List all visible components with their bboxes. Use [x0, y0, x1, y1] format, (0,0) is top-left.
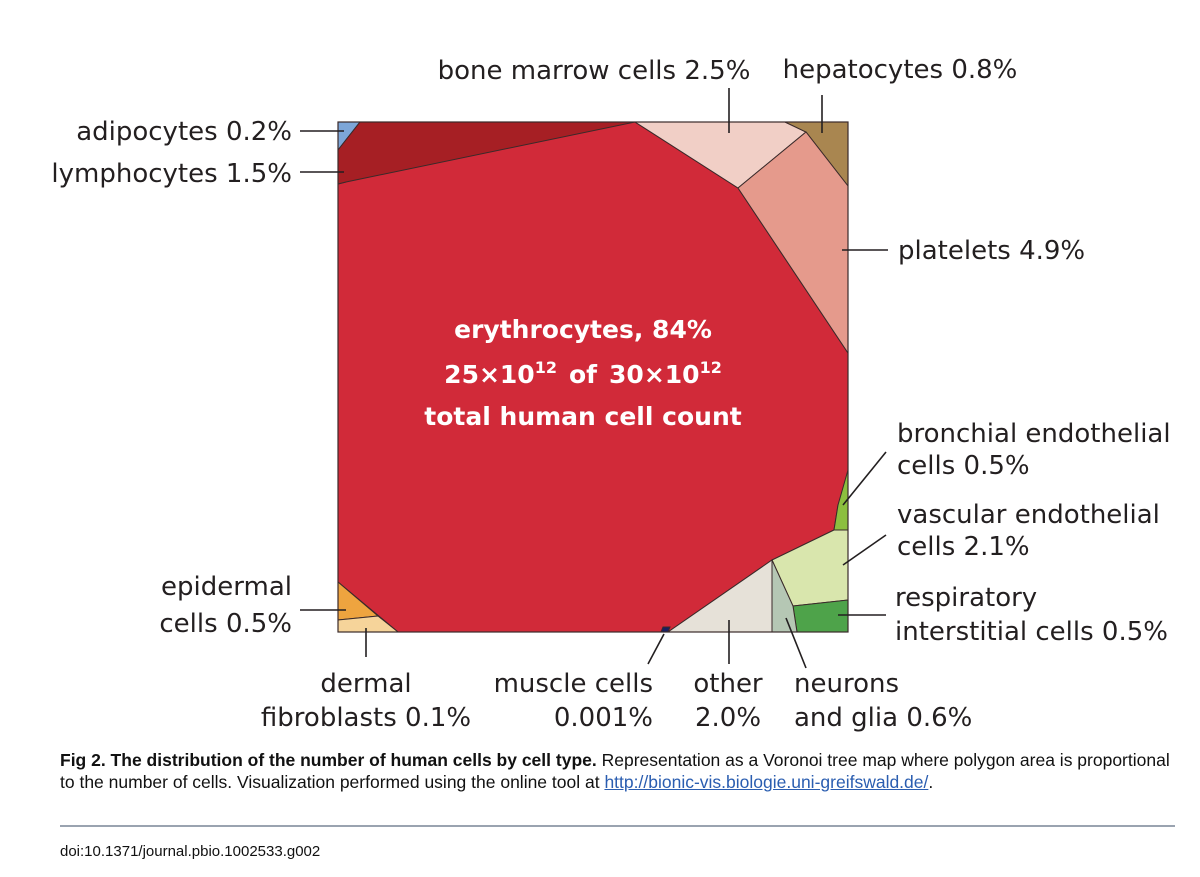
center-of-word: of: [569, 360, 598, 389]
figure-caption: Fig 2. The distribution of the number of…: [60, 749, 1175, 793]
label-epidermal-line1: epidermal: [161, 572, 292, 602]
leader-lines: [300, 88, 888, 669]
caption-link[interactable]: http://bionic-vis.biologie.uni-greifswal…: [604, 772, 929, 792]
center-total-exponent: 12: [700, 358, 722, 377]
label-dermal-line1: dermal: [320, 669, 411, 699]
label-epidermal-line2: cells 0.5%: [159, 609, 292, 639]
label-hepatocytes: hepatocytes 0.8%: [783, 55, 1018, 85]
caption-divider: [60, 825, 1175, 827]
caption-tail: .: [928, 772, 934, 792]
label-dermal-line2: fibroblasts 0.1%: [261, 703, 471, 733]
center-total-base: 30×10: [609, 360, 700, 389]
center-label-line3: total human cell count: [424, 402, 741, 431]
label-vascular-endothelial-line1: vascular endothelial: [897, 500, 1160, 530]
label-other-line2: 2.0%: [695, 703, 761, 733]
caption-title: Fig 2. The distribution of the number of…: [60, 750, 597, 770]
label-neurons-line1: neurons: [794, 669, 899, 699]
cell-respiratory-interstitial-cells: [792, 599, 849, 633]
center-count-exponent: 12: [535, 358, 557, 377]
label-adipocytes: adipocytes 0.2%: [76, 117, 292, 147]
caption-text: Representation as a Voronoi tree map whe…: [60, 750, 1170, 792]
center-count-base: 25×10: [444, 360, 535, 389]
label-muscle-line2: 0.001%: [554, 703, 653, 733]
label-lymphocytes: lymphocytes 1.5%: [51, 159, 292, 189]
treemap-border: [337, 121, 849, 633]
cell-muscle-cells: [660, 626, 671, 633]
center-label-line1: erythrocytes, 84%: [454, 315, 712, 344]
doi-text: doi:10.1371/journal.pbio.1002533.g002: [60, 843, 321, 860]
label-platelets: platelets 4.9%: [898, 236, 1085, 266]
label-bone-marrow-cells: bone marrow cells 2.5%: [438, 56, 751, 86]
label-muscle-line1: muscle cells: [494, 669, 653, 699]
label-other-line1: other: [693, 669, 763, 699]
label-bronchial-endothelial-line2: cells 0.5%: [897, 451, 1030, 481]
label-neurons-line2: and glia 0.6%: [794, 703, 972, 733]
label-bronchial-endothelial-line1: bronchial endothelial: [897, 419, 1171, 449]
label-respiratory-line1: respiratory: [895, 583, 1037, 613]
label-vascular-endothelial-line2: cells 2.1%: [897, 532, 1030, 562]
label-respiratory-line2: interstitial cells 0.5%: [895, 617, 1168, 647]
